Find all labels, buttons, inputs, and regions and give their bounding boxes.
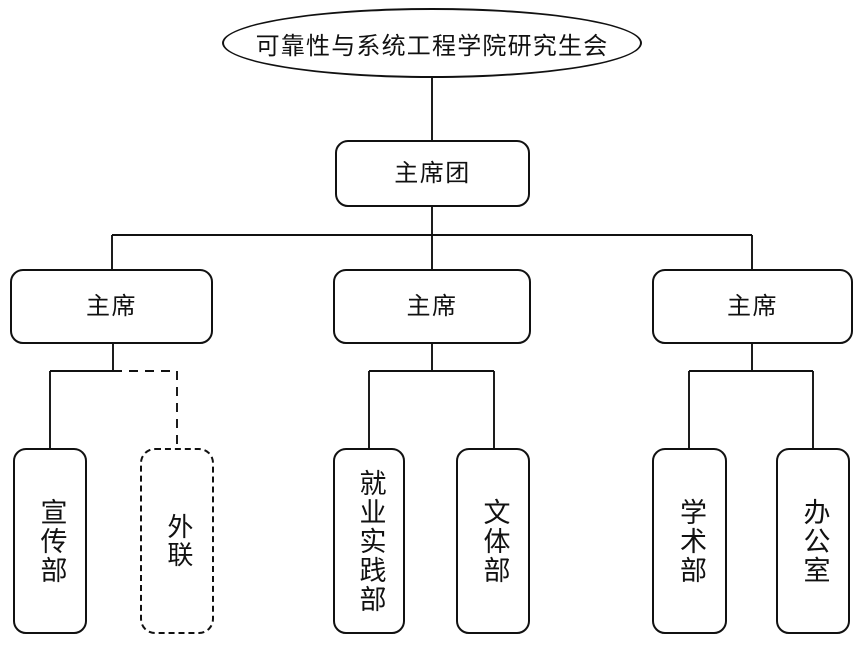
node-presidium-label: 主席团 xyxy=(394,159,471,188)
node-dept-employment[interactable]: 就业实践部 xyxy=(333,448,405,634)
node-root-label: 可靠性与系统工程学院研究生会 xyxy=(255,31,609,60)
node-dept-employment-label: 就业实践部 xyxy=(354,468,386,614)
node-chair-center[interactable]: 主席 xyxy=(333,269,531,344)
node-dept-culture-sports[interactable]: 文体部 xyxy=(456,448,530,634)
node-dept-publicity-label: 宣传部 xyxy=(35,497,67,585)
node-dept-liaison-label: 外联 xyxy=(162,513,193,569)
node-dept-academic-label: 学术部 xyxy=(674,497,706,585)
node-chair-right[interactable]: 主席 xyxy=(652,269,853,344)
node-dept-liaison[interactable]: 外联 xyxy=(140,448,214,634)
node-root[interactable]: 可靠性与系统工程学院研究生会 xyxy=(222,8,642,78)
node-dept-publicity[interactable]: 宣传部 xyxy=(13,448,87,634)
node-dept-culture-sports-label: 文体部 xyxy=(478,497,510,585)
node-presidium[interactable]: 主席团 xyxy=(335,140,530,207)
node-dept-office-label: 办公室 xyxy=(798,497,830,585)
node-dept-office[interactable]: 办公室 xyxy=(776,448,850,634)
node-chair-center-label: 主席 xyxy=(406,292,458,321)
node-chair-right-label: 主席 xyxy=(727,292,778,321)
node-chair-left[interactable]: 主席 xyxy=(10,269,213,344)
node-dept-academic[interactable]: 学术部 xyxy=(652,448,727,634)
node-chair-left-label: 主席 xyxy=(86,292,137,321)
